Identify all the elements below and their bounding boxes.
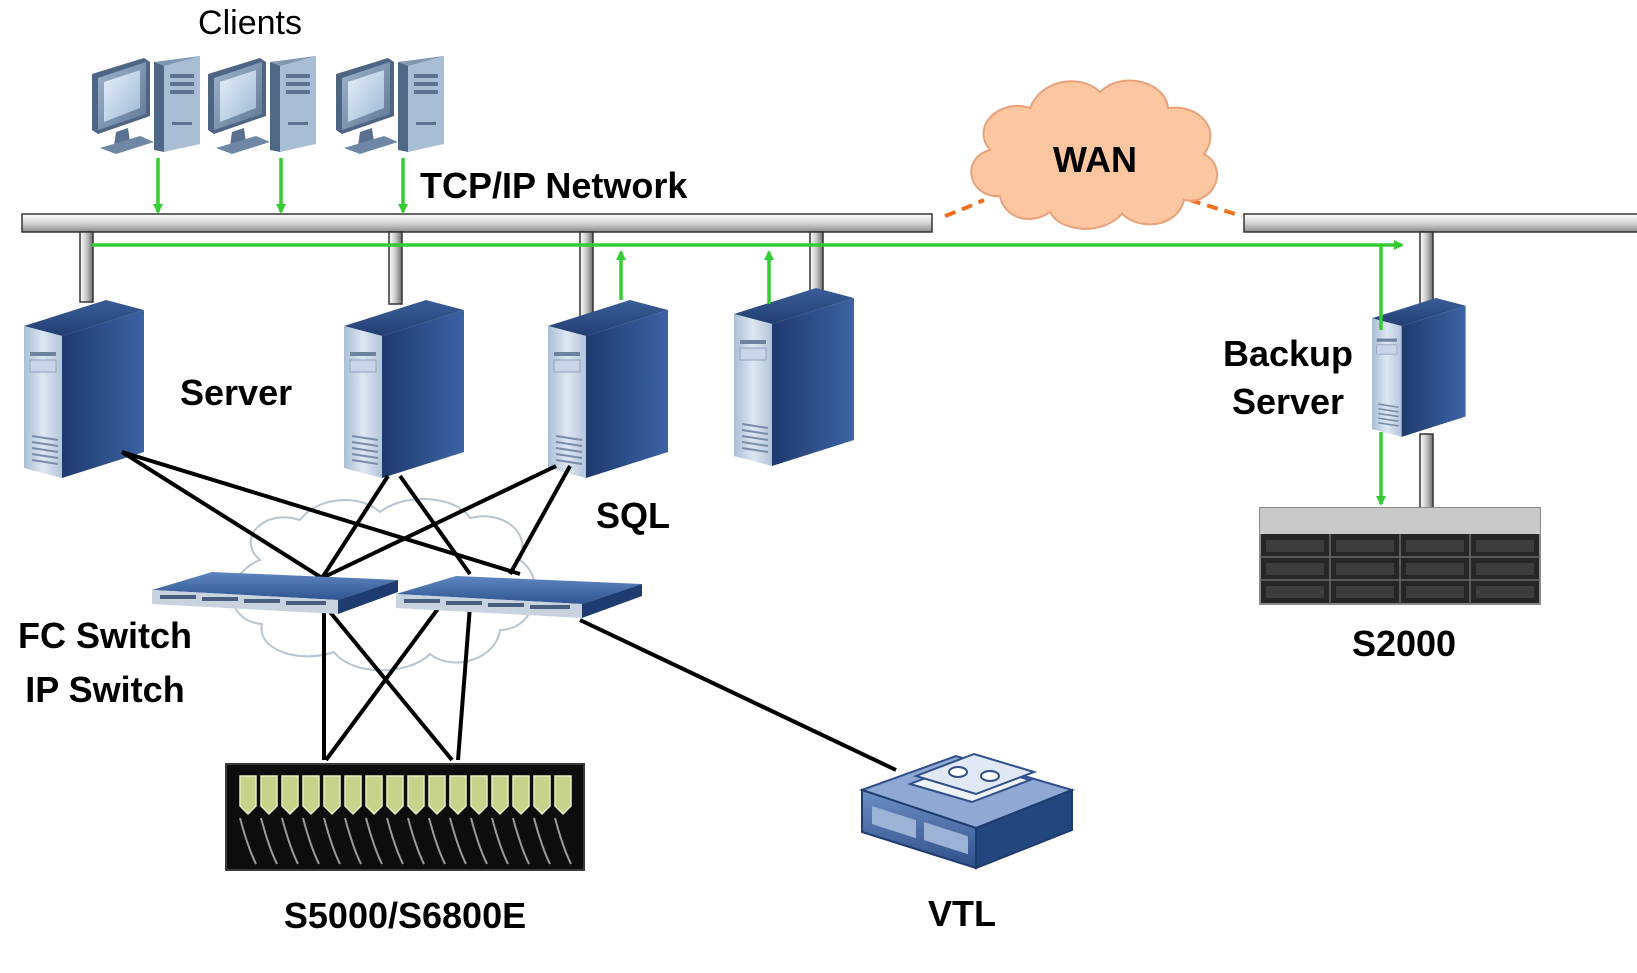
backup-server-icon [1371, 297, 1467, 438]
clients-label: Clients [198, 4, 302, 42]
network-label: TCP/IP Network [420, 165, 688, 206]
san-links [120, 450, 897, 772]
client-computer-icon [208, 56, 316, 154]
tcpip-bus-left [21, 213, 933, 233]
wan-cloud-icon [970, 79, 1219, 230]
backup-server-label-line1: Backup [1223, 333, 1353, 374]
server-icon [733, 287, 855, 467]
client-computer-icon [336, 56, 444, 154]
wan-link-left [944, 198, 985, 218]
sql-server-icon [547, 299, 669, 479]
tcpip-bus-right [1243, 213, 1637, 233]
wan-label: WAN [1053, 139, 1137, 180]
client-computer-icon [92, 56, 200, 154]
wan-link-right [1189, 198, 1243, 218]
data-flow-arrows [92, 158, 1404, 506]
s2000-label: S2000 [1352, 623, 1456, 664]
vtl-label: VTL [928, 893, 996, 934]
server-label: Server [180, 372, 292, 413]
switch-label-line1: FC Switch [18, 615, 192, 656]
vtl-tape-library-icon [858, 752, 1076, 870]
switch-label-line2: IP Switch [25, 669, 184, 710]
disk-array-icon [225, 763, 585, 871]
storage-label: S5000/S6800E [284, 895, 526, 936]
s2000-storage-icon [1259, 507, 1541, 605]
sql-label: SQL [596, 495, 670, 536]
server-icon [343, 299, 465, 479]
backup-server-label-line2: Server [1232, 381, 1344, 422]
